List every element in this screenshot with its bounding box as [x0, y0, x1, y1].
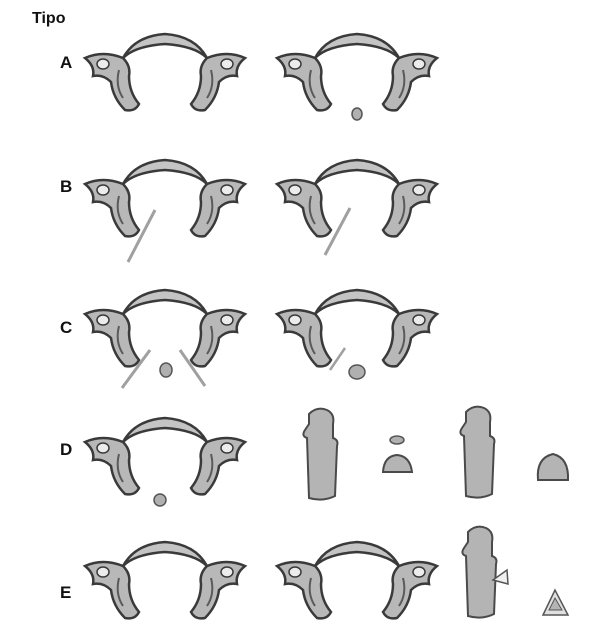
- axis-sagittal-e: [462, 527, 496, 618]
- atlas-c-left: [85, 290, 245, 366]
- posterior-tubercle-fragment: [352, 108, 362, 120]
- atlas-b-right: [277, 160, 437, 236]
- atlas-a-left: [85, 34, 245, 110]
- row-b-figures: [85, 160, 437, 262]
- atlas-b-left: [85, 160, 245, 236]
- row-e-figures: [85, 527, 568, 619]
- row-a-figures: [85, 34, 437, 120]
- atlas-c-right: [277, 290, 437, 366]
- row-c-figures: [85, 290, 437, 388]
- axis-sagittal-d1: [303, 409, 337, 500]
- axis-sagittal-d2: [460, 407, 494, 498]
- fragment-d2: [538, 454, 568, 480]
- atlas-e-right: [277, 542, 437, 618]
- atlas-d: [85, 418, 245, 494]
- row-d-figures: [85, 407, 568, 506]
- atlas-e-left: [85, 542, 245, 618]
- fragment-d1: [383, 455, 412, 472]
- atlas-a-right: [277, 34, 437, 110]
